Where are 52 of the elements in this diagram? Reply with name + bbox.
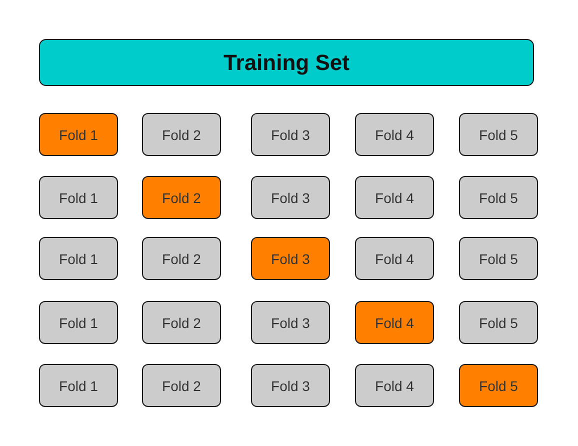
fold-box xyxy=(459,237,538,280)
fold-label: Fold 2 xyxy=(162,190,201,206)
fold-label: Fold 2 xyxy=(162,314,201,330)
fold-box xyxy=(251,113,330,156)
fold-box xyxy=(355,176,434,219)
fold-label: Fold 3 xyxy=(271,250,310,266)
fold-box xyxy=(142,301,221,344)
fold-label: Fold 5 xyxy=(479,314,518,330)
fold-box xyxy=(39,237,118,280)
fold-box xyxy=(39,301,118,344)
fold-box xyxy=(142,113,221,156)
fold-box xyxy=(142,176,221,219)
fold-label: Fold 4 xyxy=(375,126,414,142)
fold-label: Fold 1 xyxy=(59,190,98,206)
fold-label: Fold 2 xyxy=(162,126,201,142)
fold-box xyxy=(459,301,538,344)
fold-label: Fold 1 xyxy=(59,250,98,266)
fold-box xyxy=(355,301,434,344)
fold-label: Fold 3 xyxy=(271,378,310,394)
fold-label: Fold 5 xyxy=(479,378,518,394)
fold-box xyxy=(355,113,434,156)
fold-box xyxy=(355,364,434,407)
fold-label: Fold 4 xyxy=(375,250,414,266)
fold-label: Fold 3 xyxy=(271,126,310,142)
fold-box xyxy=(459,113,538,156)
fold-label: Fold 1 xyxy=(59,314,98,330)
header-box xyxy=(39,39,534,86)
title-text: Training Set xyxy=(224,50,350,76)
fold-label: Fold 3 xyxy=(271,314,310,330)
fold-label: Fold 5 xyxy=(479,250,518,266)
fold-box xyxy=(459,176,538,219)
fold-box xyxy=(39,176,118,219)
fold-box xyxy=(251,176,330,219)
fold-label: Fold 5 xyxy=(479,126,518,142)
fold-box xyxy=(142,237,221,280)
fold-label: Fold 4 xyxy=(375,314,414,330)
fold-label: Fold 5 xyxy=(479,190,518,206)
fold-label: Fold 1 xyxy=(59,126,98,142)
fold-box xyxy=(251,301,330,344)
fold-label: Fold 4 xyxy=(375,190,414,206)
fold-label: Fold 1 xyxy=(59,378,98,394)
fold-label: Fold 2 xyxy=(162,378,201,394)
fold-box xyxy=(39,364,118,407)
fold-box xyxy=(251,364,330,407)
fold-box xyxy=(251,237,330,280)
fold-box xyxy=(142,364,221,407)
fold-label: Fold 3 xyxy=(271,190,310,206)
fold-box xyxy=(39,113,118,156)
fold-box xyxy=(459,364,538,407)
fold-label: Fold 2 xyxy=(162,250,201,266)
fold-label: Fold 4 xyxy=(375,378,414,394)
fold-box xyxy=(355,237,434,280)
